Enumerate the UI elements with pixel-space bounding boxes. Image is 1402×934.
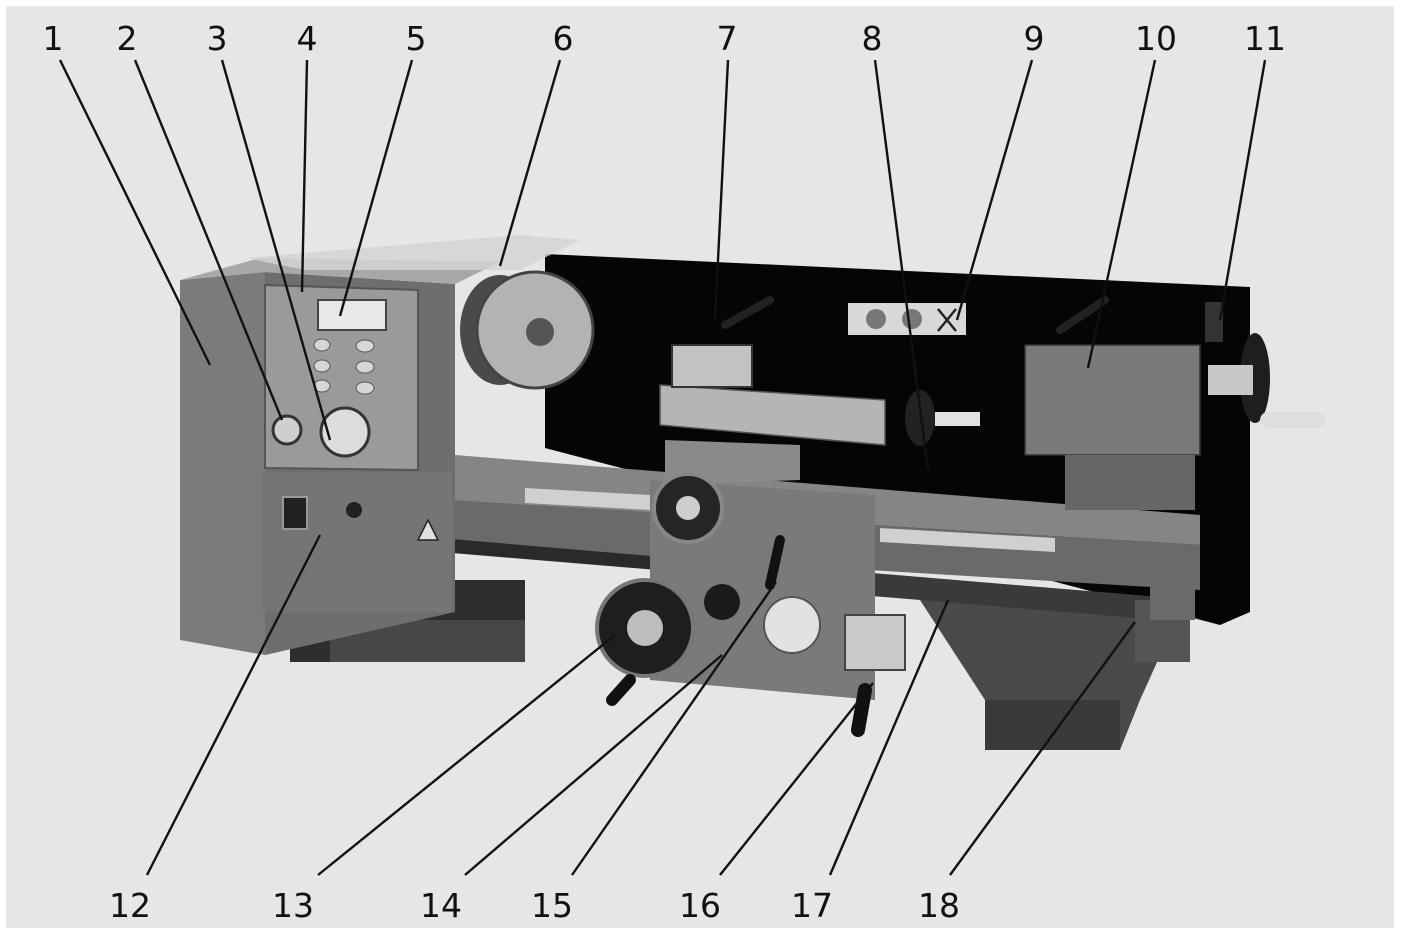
gear-rack-left (525, 488, 650, 510)
cross-slide-handle (935, 412, 980, 426)
leader-line-16 (719, 682, 874, 876)
callout-12: 12 (109, 886, 151, 925)
callout-2: 2 (117, 19, 138, 58)
leader-line-11 (1218, 59, 1267, 321)
tailstock-handwheel (1240, 333, 1270, 423)
apron-gear-hub (676, 496, 700, 520)
callout-4: 4 (297, 19, 318, 58)
panel-display (317, 299, 387, 331)
leader-line-15 (571, 581, 777, 876)
control-panel (264, 283, 419, 472)
callout-8: 8 (862, 19, 883, 58)
diagram-canvas: 1 2 3 4 5 6 7 8 9 10 11 12 13 14 15 16 1… (6, 6, 1394, 928)
callout-7: 7 (717, 19, 738, 58)
gear-rack-right (880, 528, 1055, 552)
leader-line-6 (498, 59, 562, 267)
leader-line-4 (300, 59, 309, 293)
chuck-guard (245, 235, 580, 270)
callout-13: 13 (272, 886, 314, 925)
leader-line-5 (338, 59, 414, 317)
callout-14: 14 (420, 886, 462, 925)
tailstock-quill (1208, 365, 1253, 395)
callout-1: 1 (43, 19, 64, 58)
leader-line-13 (317, 634, 616, 876)
callout-11: 11 (1244, 19, 1286, 58)
compound-slide (659, 384, 886, 446)
headstock-left-side (180, 272, 265, 655)
tailstock-body (1024, 344, 1201, 456)
tailstock-handle (1260, 412, 1325, 428)
leader-line-10 (1086, 59, 1157, 369)
right-foot-plate (985, 700, 1120, 750)
callout-18: 18 (918, 886, 960, 925)
leader-line-18 (949, 621, 1136, 876)
emergency-stop-button (271, 414, 303, 446)
half-nut-lever-base (844, 614, 906, 671)
callout-numbers: 1 2 3 4 5 6 7 8 9 10 11 12 13 14 15 16 1… (43, 19, 1287, 925)
panel-buttons (313, 338, 375, 395)
shield-label-x (937, 308, 957, 332)
indicator-knob (346, 502, 362, 518)
callout-17: 17 (791, 886, 833, 925)
chuck-center (526, 318, 554, 346)
feed-rod (860, 572, 1160, 620)
leader-line-12 (145, 534, 322, 876)
lathe-illustration (180, 235, 1325, 750)
leader-line-3 (220, 59, 332, 441)
leader-line-2 (133, 59, 284, 421)
leader-line-17 (828, 599, 950, 876)
end-bracket-plate (1150, 585, 1195, 620)
callout-10: 10 (1135, 19, 1177, 58)
leader-line-9 (955, 59, 1034, 321)
callout-3: 3 (207, 19, 228, 58)
leader-line-1 (58, 59, 212, 366)
lathe-diagram: 1 2 3 4 5 6 7 8 9 10 11 12 13 14 15 16 1… (43, 19, 1325, 925)
leader-line-7 (713, 59, 730, 321)
main-switch (282, 496, 308, 530)
leader-line-8 (873, 59, 930, 471)
leader-line-14 (464, 654, 723, 876)
handwheel-handle (606, 674, 636, 706)
tailstock-clamp-lever (1056, 296, 1109, 334)
tailstock-base (1065, 455, 1195, 510)
shield-label-dot-1 (866, 309, 886, 329)
shield-label-dot-2 (902, 309, 922, 329)
tool-post-handle (721, 296, 774, 329)
thread-dial (763, 596, 821, 654)
callout-16: 16 (679, 886, 721, 925)
warning-triangle (416, 518, 440, 541)
cross-slide-handwheel (905, 390, 935, 446)
half-nut-lever (851, 683, 872, 737)
apron-knob (704, 584, 740, 620)
tailstock-screw (1205, 302, 1223, 342)
callout-9: 9 (1024, 19, 1045, 58)
handwheel-hub (627, 610, 663, 646)
apron-lever (765, 535, 785, 590)
callout-5: 5 (406, 19, 427, 58)
callout-15: 15 (531, 886, 573, 925)
leader-lines (58, 59, 1267, 876)
tool-post (671, 344, 753, 388)
speed-control-knob (319, 406, 371, 458)
callout-6: 6 (553, 19, 574, 58)
